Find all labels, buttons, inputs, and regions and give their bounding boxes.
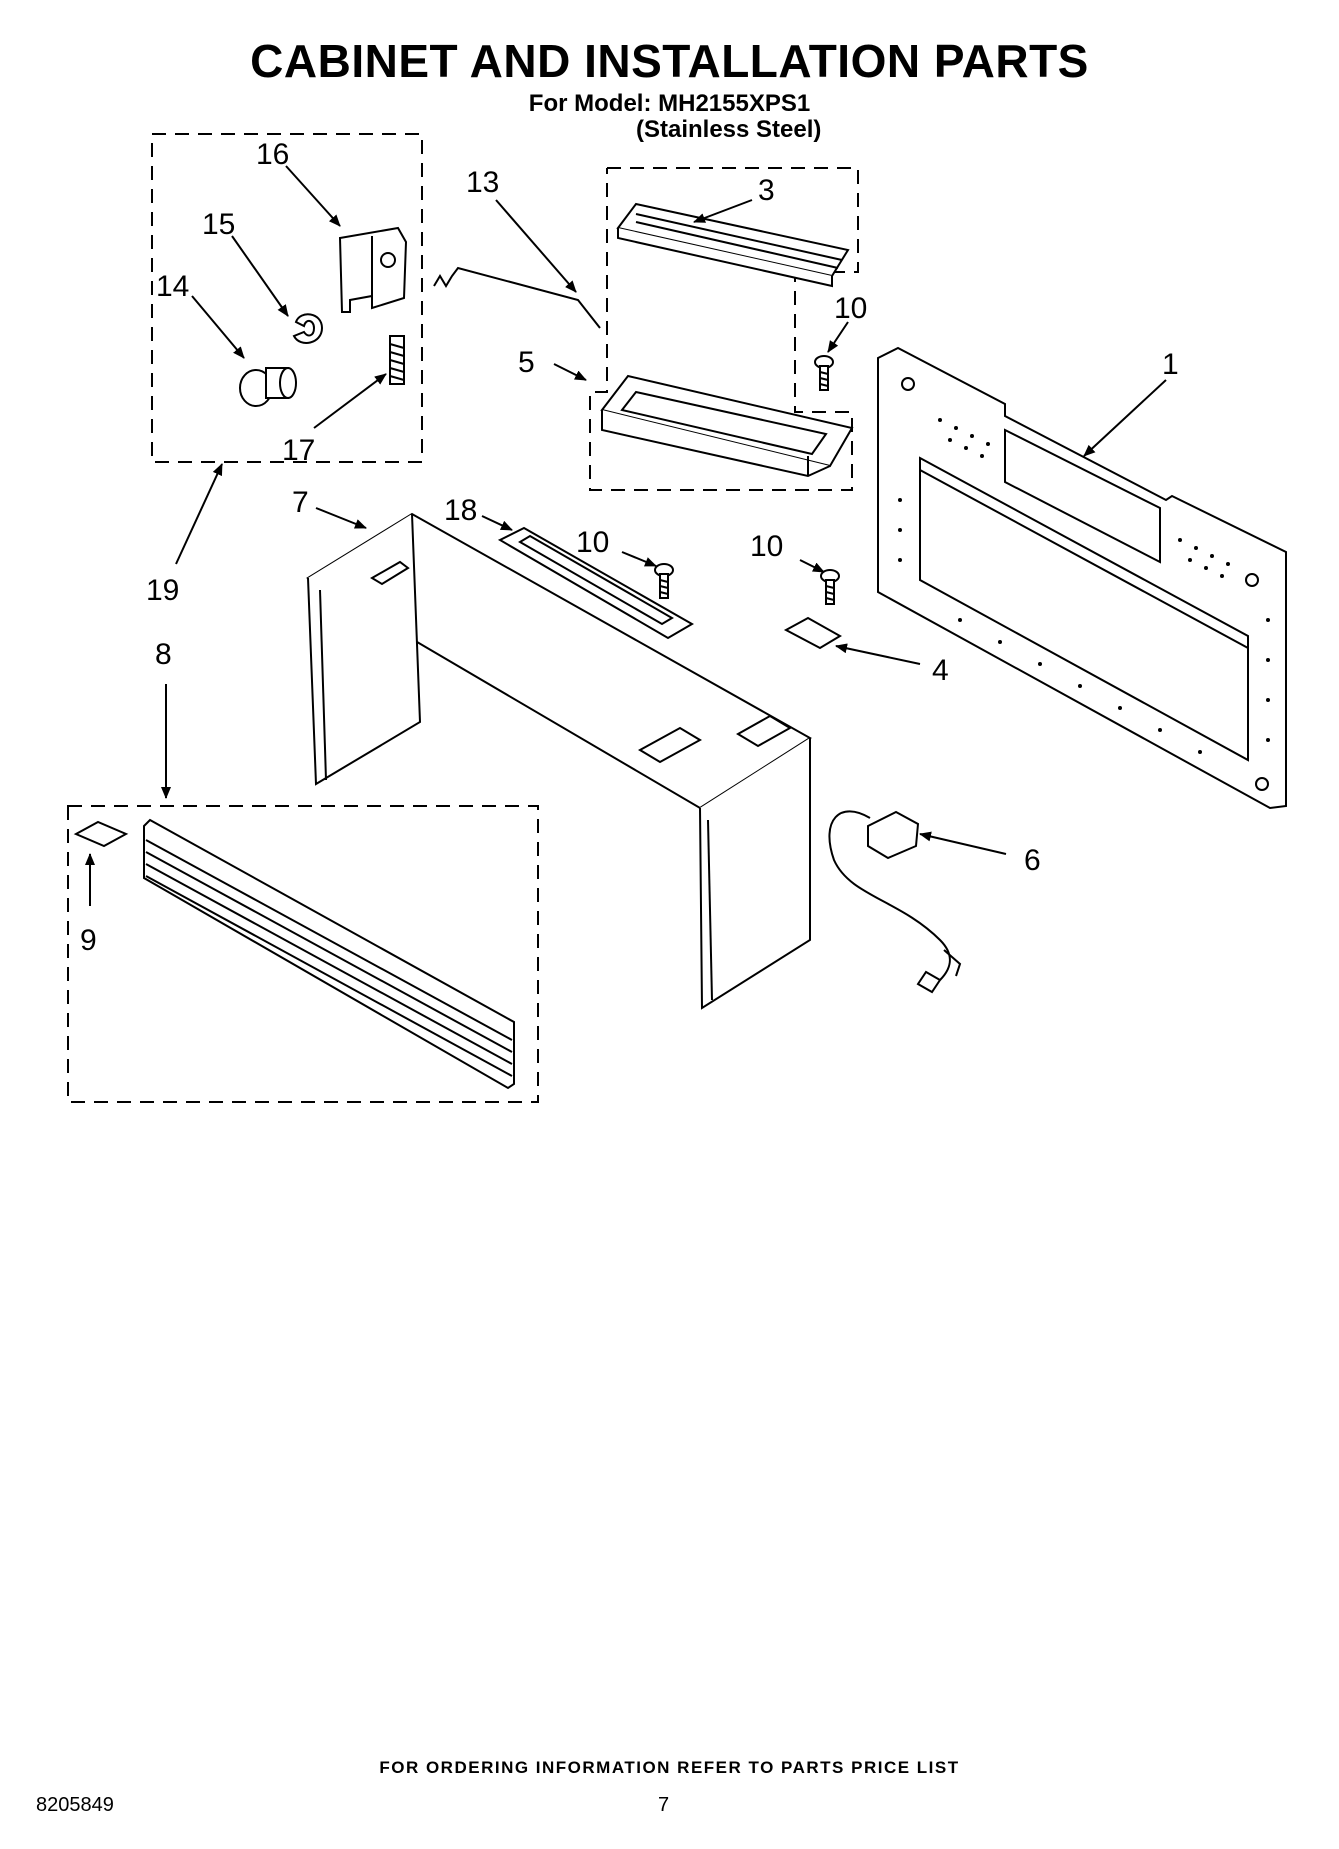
leader-17 [313, 373, 387, 429]
document-number: 8205849 [36, 1794, 114, 1816]
callout-17: 17 [282, 434, 315, 467]
grille-part [143, 818, 515, 1090]
leader-1 [1083, 379, 1167, 457]
callout-10-right: 10 [750, 530, 783, 563]
leader-7 [315, 507, 367, 529]
leader-19 [175, 463, 223, 565]
callout-10-top: 10 [834, 292, 867, 325]
callout-19: 19 [146, 574, 179, 607]
cabinet-wrapper-part [306, 512, 812, 1010]
clip-part [292, 313, 324, 344]
ordering-note: FOR ORDERING INFORMATION REFER TO PARTS … [379, 1758, 960, 1777]
callout-8: 8 [155, 638, 172, 671]
leader-10a [827, 321, 849, 353]
gasket-plate-part [497, 526, 694, 640]
model-number: For Model: MH2155XPS1 [528, 90, 811, 117]
grille-clip-part [73, 820, 129, 848]
leader-10c [799, 559, 825, 573]
hinge-bracket-part [338, 226, 408, 313]
group-box-vent-assembly [589, 167, 859, 491]
callout-3: 3 [758, 174, 775, 207]
leader-10b [621, 551, 657, 567]
callout-10-middle: 10 [576, 526, 609, 559]
callout-9: 9 [80, 924, 97, 957]
page-number: 7 [658, 1794, 670, 1816]
small-bracket-part [783, 616, 842, 650]
group-box-grille-assembly [67, 805, 539, 1103]
page-title: CABINET AND INSTALLATION PARTS [250, 35, 1089, 87]
leader-lines [85, 165, 1167, 906]
leader-3 [693, 199, 753, 223]
callout-6: 6 [1024, 844, 1041, 877]
callout-13: 13 [466, 166, 499, 199]
screw-part [820, 569, 840, 605]
leader-13 [495, 199, 577, 293]
callout-18: 18 [444, 494, 477, 527]
leader-6 [919, 831, 1007, 855]
callout-5: 5 [518, 346, 535, 379]
callout-16: 16 [256, 138, 289, 171]
leader-14 [191, 295, 245, 359]
leader-15 [231, 235, 289, 317]
callout-1: 1 [1162, 348, 1179, 381]
screw-part [814, 355, 834, 391]
screw-part [654, 563, 674, 599]
callout-7: 7 [292, 486, 309, 519]
callout-14: 14 [156, 270, 189, 303]
mounting-plate-part [877, 346, 1287, 810]
vent-bracket-part [616, 202, 850, 288]
spring-part [389, 335, 405, 385]
leader-4 [835, 643, 921, 665]
mounting-plate-holes [898, 418, 1270, 754]
power-cord-part [828, 810, 962, 994]
leader-18 [481, 515, 513, 531]
callout-15: 15 [202, 208, 235, 241]
model-variant: (Stainless Steel) [636, 116, 822, 143]
leader-16 [285, 165, 341, 227]
callout-4: 4 [932, 654, 949, 687]
latch-wire-part [433, 266, 601, 329]
latch-button-part [239, 367, 297, 407]
exhaust-duct-part [600, 374, 854, 478]
leader-5 [553, 363, 587, 381]
